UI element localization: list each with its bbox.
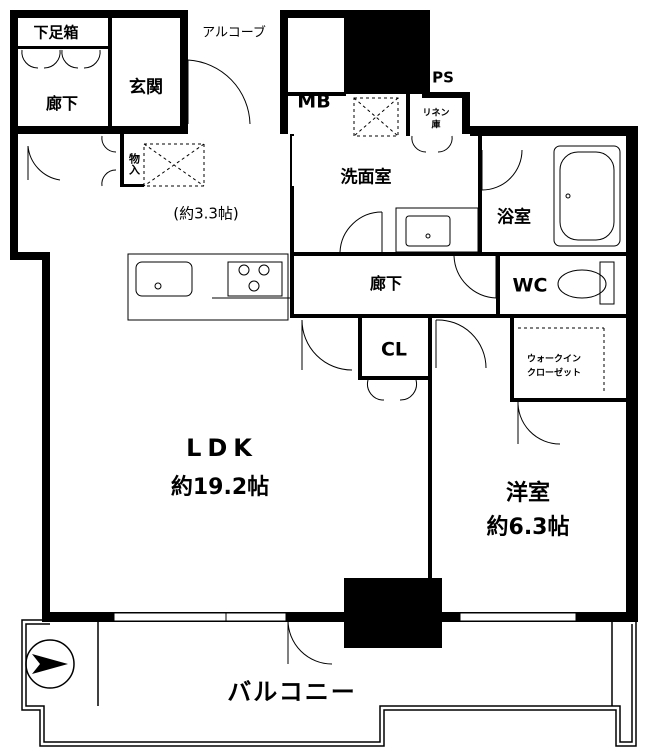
dashed-marks: [143, 97, 605, 394]
vanity: [395, 207, 479, 253]
walkin-label-line2: クローゼット: [526, 368, 582, 379]
bathtub: [553, 145, 621, 247]
washroom-label: 洗面室: [340, 167, 392, 188]
outer-walls: [10, 10, 638, 648]
balcony-outline: [21, 619, 637, 747]
kitchen-size-label: (約3.3帖): [173, 204, 239, 223]
interior-walls: [18, 18, 636, 616]
western-room-name-label: 洋室: [505, 481, 551, 506]
mb-label: MB: [297, 90, 331, 113]
toilet: [557, 261, 615, 305]
linen-label-line1: リネン: [422, 108, 450, 119]
western-room-size-label: 約6.3帖: [486, 515, 570, 540]
openings: [292, 136, 294, 186]
ps-label: PS: [432, 68, 454, 87]
north-arrow-icon: [25, 639, 75, 689]
shoe-cabinet-label: 下足箱: [33, 23, 79, 42]
ldk-size-label: 約19.2帖: [170, 475, 270, 500]
closet-label: CL: [380, 338, 408, 361]
entrance-label: 玄関: [129, 77, 163, 98]
alcove-label: アルコーブ: [202, 25, 266, 41]
storage-label: 物入: [127, 153, 141, 175]
hall-top-label: 廊下: [45, 94, 79, 113]
bath-label: 浴室: [497, 207, 531, 228]
balcony-label: バルコニー: [227, 678, 357, 706]
wc-label: WC: [512, 274, 548, 297]
ldk-name-label: LDK: [186, 434, 258, 462]
hall-mid-label: 廊下: [369, 274, 403, 293]
walkin-label-line1: ウォークイン: [526, 354, 582, 365]
linen-label-line2: 庫: [431, 120, 441, 131]
kitchen-counter: [127, 253, 290, 321]
windows: [113, 612, 577, 622]
doors: [21, 49, 561, 665]
